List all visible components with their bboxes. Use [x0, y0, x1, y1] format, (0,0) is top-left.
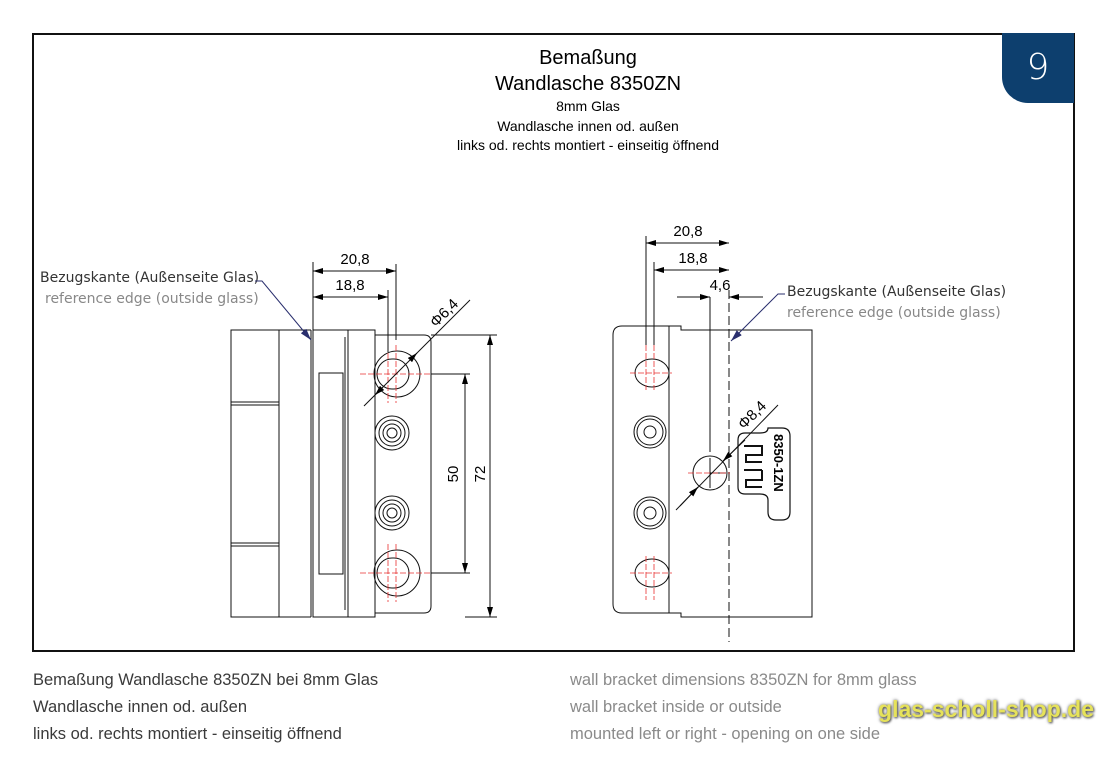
left-dim-width-inner: 18,8 [335, 277, 364, 294]
watermark: glas-scholl-shop.de [878, 696, 1094, 722]
caption-german: Bemaßung Wandlasche 8350ZN bei 8mm Glas … [33, 667, 378, 748]
right-view [612, 236, 813, 642]
drawing-frame [32, 33, 1075, 652]
caption-english: wall bracket dimensions 8350ZN for 8mm g… [570, 667, 917, 748]
left-dim-width-outer: 20,8 [340, 251, 369, 268]
part-marking-plate [737, 427, 791, 521]
left-dim-hole-spacing: 50 [445, 466, 462, 483]
right-dim-offset: 4,6 [710, 277, 731, 294]
caption-en-line: mounted left or right - opening on one s… [570, 725, 881, 743]
left-view [230, 262, 497, 618]
right-dim-hole-diameter: Φ8,4 [735, 398, 770, 433]
caption-de-line: Wandlasche innen od. außen [33, 698, 248, 716]
left-ref-label-en: reference edge (outside glass) [45, 291, 259, 307]
right-ref-label-de: Bezugskante (Außenseite Glas) [787, 284, 1006, 300]
right-dim-width-inner: 18,8 [678, 250, 707, 267]
right-reference-label: Bezugskante (Außenseite Glas) reference … [730, 284, 1006, 342]
header-opening: links od. rechts montiert - einseitig öf… [457, 137, 719, 153]
page-number-badge: 9 [1002, 33, 1074, 103]
left-ref-label-de: Bezugskante (Außenseite Glas) [40, 270, 259, 286]
caption-en-line: wall bracket dimensions 8350ZN for 8mm g… [570, 671, 917, 689]
header-glass: 8mm Glas [556, 98, 620, 114]
caption-en-line: wall bracket inside or outside [570, 698, 782, 716]
right-ref-label-en: reference edge (outside glass) [787, 305, 1001, 321]
part-marking-text: 8350-1ZN [771, 434, 786, 492]
header-title: Bemaßung [539, 47, 637, 69]
header-product: Wandlasche 8350ZN [495, 73, 681, 95]
drawing-header: Bemaßung Wandlasche 8350ZN 8mm Glas Wand… [457, 47, 719, 153]
left-reference-label: Bezugskante (Außenseite Glas) reference … [40, 270, 312, 341]
caption-de-line: Bemaßung Wandlasche 8350ZN bei 8mm Glas [33, 671, 379, 689]
right-dim-width-outer: 20,8 [673, 223, 702, 240]
header-mounting: Wandlasche innen od. außen [497, 118, 679, 134]
manufacturer-logo-icon [744, 445, 763, 488]
caption-de-line: links od. rechts montiert - einseitig öf… [33, 725, 342, 743]
left-dim-height: 72 [472, 466, 489, 483]
